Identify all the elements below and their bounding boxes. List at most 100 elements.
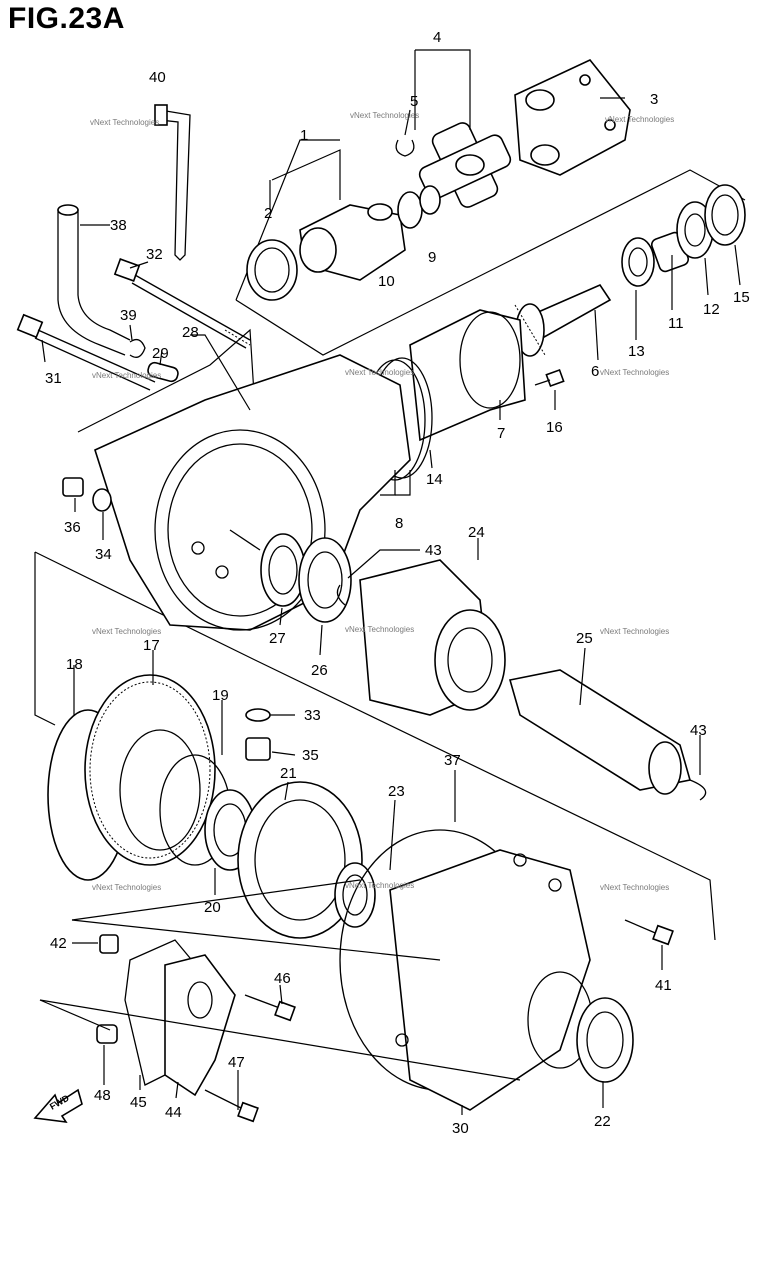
watermark: vNext Technologies [350, 111, 419, 120]
part-22-seal[interactable] [576, 997, 634, 1083]
part-36-nut[interactable] [62, 477, 84, 497]
watermark: vNext Technologies [345, 368, 414, 377]
part-5-snap-ring[interactable] [395, 139, 415, 157]
callout-8: 8 [395, 515, 403, 532]
callout-19: 19 [212, 687, 229, 704]
fwd-arrow: FWD [33, 1088, 83, 1124]
part-39-clip[interactable] [129, 338, 146, 358]
callout-41: 41 [655, 977, 672, 994]
part-1-yoke[interactable] [299, 203, 406, 281]
part-13-bearing[interactable] [621, 237, 655, 287]
part-34-washer[interactable] [92, 488, 112, 512]
watermark: vNext Technologies [92, 883, 161, 892]
part-43-circlip-lower[interactable] [689, 779, 707, 801]
callout-7: 7 [497, 425, 505, 442]
part-32-stud-bolt[interactable] [113, 258, 251, 349]
part-31-bolt[interactable] [16, 313, 156, 391]
callout-13: 13 [628, 343, 645, 360]
callout-2: 2 [264, 205, 272, 222]
callout-12: 12 [703, 301, 720, 318]
callout-32: 32 [146, 246, 163, 263]
callout-39: 39 [120, 307, 137, 324]
callout-45: 45 [130, 1094, 147, 1111]
callout-29: 29 [152, 345, 169, 362]
callout-26: 26 [311, 662, 328, 679]
part-26-bearing[interactable] [298, 537, 352, 623]
part-41-bolt[interactable] [624, 919, 674, 946]
part-38-hose[interactable] [57, 204, 131, 356]
callout-labels: 1 2 3 4 5 6 7 8 9 10 11 12 13 14 15 16 1… [45, 29, 750, 1137]
part-33-washer[interactable] [245, 708, 271, 722]
part-27-bearing[interactable] [260, 533, 306, 607]
part-17-ring-gear[interactable] [84, 674, 216, 866]
part-44-bracket[interactable] [164, 954, 236, 1097]
callout-21: 21 [280, 765, 297, 782]
callout-30: 30 [452, 1120, 469, 1137]
callout-24: 24 [468, 524, 485, 541]
part-15-race[interactable] [704, 184, 746, 246]
part-30-differential-case[interactable] [389, 849, 593, 1111]
watermark: vNext Technologies [605, 115, 674, 124]
watermark: vNext Technologies [90, 118, 159, 127]
callout-47: 47 [228, 1054, 245, 1071]
watermark: vNext Technologies [600, 368, 669, 377]
part-2-oil-seal[interactable] [246, 239, 298, 301]
part-43-circlip-upper[interactable] [336, 584, 346, 606]
leader-lines [39, 49, 741, 1115]
callout-43-lower: 43 [690, 722, 707, 739]
part-9-nut[interactable] [419, 185, 441, 215]
callout-25: 25 [576, 630, 593, 647]
watermark: vNext Technologies [600, 627, 669, 636]
callout-31: 31 [45, 370, 62, 387]
callout-22: 22 [594, 1113, 611, 1130]
callout-16: 16 [546, 419, 563, 436]
callout-15: 15 [733, 289, 750, 306]
part-21-side-cover[interactable] [237, 781, 363, 939]
callout-10: 10 [378, 273, 395, 290]
part-47-bolt[interactable] [204, 1089, 259, 1123]
callout-36: 36 [64, 519, 81, 536]
watermark: vNext Technologies [600, 883, 669, 892]
part-24-differential-unit[interactable] [359, 559, 506, 716]
watermark: vNext Technologies [345, 625, 414, 634]
callout-28: 28 [182, 324, 199, 341]
part-42-nut[interactable] [99, 934, 119, 954]
part-10-washer[interactable] [397, 191, 423, 229]
callout-9: 9 [428, 249, 436, 266]
callout-14: 14 [426, 471, 443, 488]
part-48-dowel-pin[interactable] [96, 1024, 118, 1044]
part-35-plug[interactable] [245, 737, 271, 761]
callout-5: 5 [410, 93, 418, 110]
callout-34: 34 [95, 546, 112, 563]
callout-20: 20 [204, 899, 221, 916]
part-25-axle-shaft[interactable] [508, 669, 692, 795]
callout-44: 44 [165, 1104, 182, 1121]
part-23-bearing[interactable] [334, 862, 376, 928]
part-29-pin[interactable] [147, 361, 180, 383]
part-40-breather-pipe[interactable] [154, 104, 191, 261]
callout-11: 11 [668, 315, 684, 332]
watermark: vNext Technologies [92, 627, 161, 636]
callout-27: 27 [269, 630, 286, 647]
callout-48: 48 [94, 1087, 111, 1104]
part-46-bolt[interactable] [244, 994, 296, 1022]
watermarks: vNext Technologies vNext Technologies vN… [90, 111, 674, 892]
callout-38: 38 [110, 217, 127, 234]
callout-23: 23 [388, 783, 405, 800]
callout-17: 17 [143, 637, 160, 654]
part-4-universal-joint[interactable] [417, 120, 513, 209]
part-16-bolt[interactable] [534, 368, 565, 388]
part-7-pinion-case[interactable] [409, 309, 526, 442]
callout-40: 40 [149, 69, 166, 86]
callout-46: 46 [274, 970, 291, 987]
callout-3: 3 [650, 91, 658, 108]
callout-37: 37 [444, 752, 461, 769]
callout-1: 1 [300, 127, 308, 144]
watermark: vNext Technologies [345, 881, 414, 890]
callout-4: 4 [433, 29, 441, 46]
part-3-flange-yoke[interactable] [514, 59, 631, 176]
figure-title: FIG.23A [8, 2, 125, 35]
callout-18: 18 [66, 656, 83, 673]
callout-43-upper: 43 [425, 542, 442, 559]
